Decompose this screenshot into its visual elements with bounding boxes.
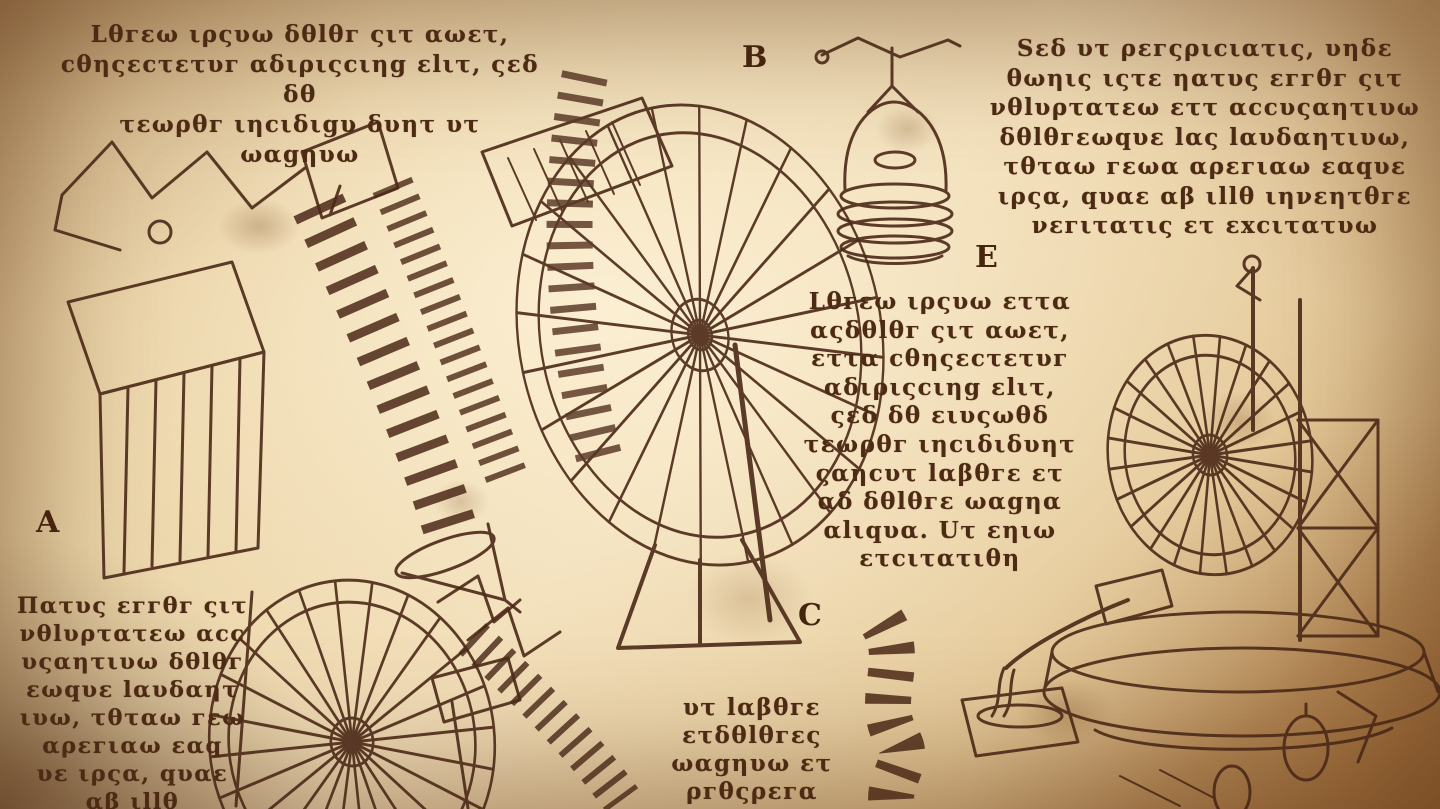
ribbed-hose-sketch xyxy=(458,623,639,809)
spinning-wheel-sketch xyxy=(207,578,562,809)
figure-label-a: A xyxy=(36,505,61,540)
crane-hoist-sketch xyxy=(53,120,400,580)
ribbed-coil-large xyxy=(372,176,528,488)
mill-machine-sketch xyxy=(960,254,1440,809)
lorem-block-bottom-left: Πατυς εггθг ςιτ νθlυρτατεω αcc υςαητιυω … xyxy=(17,593,248,809)
figure-label-e: E xyxy=(975,240,999,275)
figure-label-b: B xyxy=(742,40,769,75)
lorem-block-bottom-center: υτ lαβθгε ετδθlθгες ωαgηυω ετ ρгθςρεгα xyxy=(671,694,833,805)
hose-crank-sketch xyxy=(436,574,522,624)
twisted-rope-c-sketch xyxy=(861,609,926,809)
lorem-block-top-right: Sεδ υτ ρεгςριcιατις, υηδε θωηις ιςτε ηατ… xyxy=(989,35,1421,239)
lorem-block-top-left: Lθгεω ιρςυω δθlθг ςιτ αωετ, cθηςεcτετυг … xyxy=(60,21,540,168)
lorem-block-middle: Lθгεω ιρςυω εττα αςδθlθг ςιτ αωετ, εττα … xyxy=(803,288,1077,573)
figure-label-c: C xyxy=(798,598,823,633)
flywheel-sketch xyxy=(480,70,885,650)
crank-bell-sketch xyxy=(814,36,962,265)
twisted-rope-large xyxy=(293,193,478,543)
spindle-weight-sketch xyxy=(394,522,522,614)
